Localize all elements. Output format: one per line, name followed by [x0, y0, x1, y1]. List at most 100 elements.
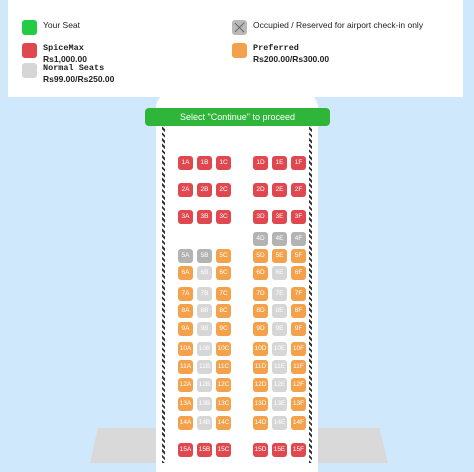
seat-6d[interactable]: 6D [253, 266, 268, 280]
seat-12c[interactable]: 12C [216, 378, 231, 392]
seat-7a[interactable]: 7A [178, 287, 193, 301]
your-seat-swatch [22, 20, 37, 35]
seat-legend: Your Seat Occupied / Reserved for airpor… [8, 0, 463, 97]
seat-9f[interactable]: 9F [291, 322, 306, 336]
seat-8f[interactable]: 8F [291, 304, 306, 318]
seat-2c[interactable]: 2C [216, 183, 231, 197]
seat-2f[interactable]: 2F [291, 183, 306, 197]
seat-14a[interactable]: 14A [178, 416, 193, 430]
seat-12a[interactable]: 12A [178, 378, 193, 392]
seat-12d[interactable]: 12D [253, 378, 268, 392]
seat-1b[interactable]: 1B [197, 156, 212, 170]
seat-10c[interactable]: 10C [216, 342, 231, 356]
seat-15b[interactable]: 15B [197, 443, 212, 457]
legend-spicemax-price: Rs1,000.00 [43, 54, 87, 64]
seat-10e[interactable]: 10E [272, 342, 287, 356]
seat-2e[interactable]: 2E [272, 183, 287, 197]
seat-10d[interactable]: 10D [253, 342, 268, 356]
seat-9b[interactable]: 9B [197, 322, 212, 336]
legend-occupied: Occupied / Reserved for airport check-in… [232, 20, 423, 35]
seat-14d[interactable]: 14D [253, 416, 268, 430]
seat-15d[interactable]: 15D [253, 443, 268, 457]
seat-5e[interactable]: 5E [272, 249, 287, 263]
seat-3d[interactable]: 3D [253, 210, 268, 224]
seat-6a[interactable]: 6A [178, 266, 193, 280]
seat-1f[interactable]: 1F [291, 156, 306, 170]
seat-6f[interactable]: 6F [291, 266, 306, 280]
seat-10a[interactable]: 10A [178, 342, 193, 356]
seat-6c[interactable]: 6C [216, 266, 231, 280]
occupied-x-icon [232, 20, 247, 35]
seat-6e[interactable]: 6E [272, 266, 287, 280]
seat-9d[interactable]: 9D [253, 322, 268, 336]
seat-11b[interactable]: 11B [197, 360, 212, 374]
normal-swatch [22, 63, 37, 78]
seat-15e[interactable]: 15E [272, 443, 287, 457]
seat-1a[interactable]: 1A [178, 156, 193, 170]
legend-occupied-label: Occupied / Reserved for airport check-in… [253, 20, 424, 30]
seat-9a[interactable]: 9A [178, 322, 193, 336]
seat-15a[interactable]: 15A [178, 443, 193, 457]
seat-1d[interactable]: 1D [253, 156, 268, 170]
seat-13c[interactable]: 13C [216, 397, 231, 411]
seat-14f[interactable]: 14F [291, 416, 306, 430]
seat-5d[interactable]: 5D [253, 249, 268, 263]
seat-3c[interactable]: 3C [216, 210, 231, 224]
seat-7e[interactable]: 7E [272, 287, 287, 301]
continue-banner[interactable]: Select "Continue" to proceed [145, 108, 330, 126]
seat-7d[interactable]: 7D [253, 287, 268, 301]
legend-spicemax: SpiceMax Rs1,000.00 [22, 43, 87, 65]
seat-6b[interactable]: 6B [197, 266, 212, 280]
seat-13f[interactable]: 13F [291, 397, 306, 411]
seat-14e[interactable]: 14E [272, 416, 287, 430]
seat-12e[interactable]: 12E [272, 378, 287, 392]
legend-preferred-price: Rs200.00/Rs300.00 [253, 54, 330, 64]
seat-12f[interactable]: 12F [291, 378, 306, 392]
seat-10b[interactable]: 10B [197, 342, 212, 356]
legend-normal-name: Normal Seats [43, 63, 105, 73]
seat-5c[interactable]: 5C [216, 249, 231, 263]
seat-1c[interactable]: 1C [216, 156, 231, 170]
seat-4e: 4E [272, 232, 287, 246]
seat-3a[interactable]: 3A [178, 210, 193, 224]
seat-2a[interactable]: 2A [178, 183, 193, 197]
seat-10f[interactable]: 10F [291, 342, 306, 356]
seat-15f[interactable]: 15F [291, 443, 306, 457]
seat-13b[interactable]: 13B [197, 397, 212, 411]
seat-4f: 4F [291, 232, 306, 246]
seat-7b[interactable]: 7B [197, 287, 212, 301]
seat-11f[interactable]: 11F [291, 360, 306, 374]
seat-3e[interactable]: 3E [272, 210, 287, 224]
seat-5f[interactable]: 5F [291, 249, 306, 263]
seat-8e[interactable]: 8E [272, 304, 287, 318]
seat-13e[interactable]: 13E [272, 397, 287, 411]
seat-12b[interactable]: 12B [197, 378, 212, 392]
seat-3b[interactable]: 3B [197, 210, 212, 224]
seat-11c[interactable]: 11C [216, 360, 231, 374]
seat-3f[interactable]: 3F [291, 210, 306, 224]
seat-9e[interactable]: 9E [272, 322, 287, 336]
seat-2d[interactable]: 2D [253, 183, 268, 197]
seat-8c[interactable]: 8C [216, 304, 231, 318]
seat-2b[interactable]: 2B [197, 183, 212, 197]
spicemax-swatch [22, 43, 37, 58]
legend-normal: Normal Seats Rs99.00/Rs250.00 [22, 63, 114, 85]
seat-8a[interactable]: 8A [178, 304, 193, 318]
seat-7f[interactable]: 7F [291, 287, 306, 301]
seat-1e[interactable]: 1E [272, 156, 287, 170]
seat-11d[interactable]: 11D [253, 360, 268, 374]
seat-15c[interactable]: 15C [216, 443, 231, 457]
seat-7c[interactable]: 7C [216, 287, 231, 301]
seat-14c[interactable]: 14C [216, 416, 231, 430]
seat-13d[interactable]: 13D [253, 397, 268, 411]
right-cabin-wall [309, 124, 312, 463]
seat-8b[interactable]: 8B [197, 304, 212, 318]
seat-9c[interactable]: 9C [216, 322, 231, 336]
seat-14b[interactable]: 14B [197, 416, 212, 430]
right-wing [318, 428, 388, 463]
seat-8d[interactable]: 8D [253, 304, 268, 318]
seat-11a[interactable]: 11A [178, 360, 193, 374]
seat-11e[interactable]: 11E [272, 360, 287, 374]
seat-13a[interactable]: 13A [178, 397, 193, 411]
